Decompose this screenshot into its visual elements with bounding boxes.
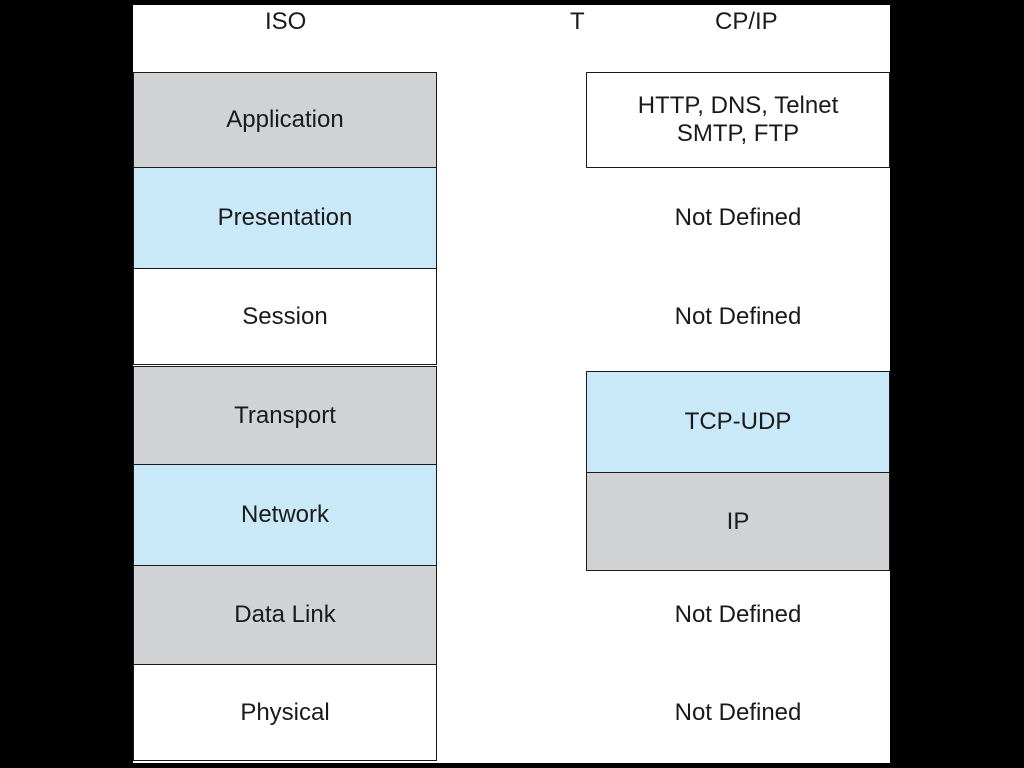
- iso-layer-session: Session: [133, 268, 437, 365]
- t-header: T: [570, 8, 585, 35]
- iso-layer-data-link: Data Link: [133, 565, 437, 665]
- tcpip-data-link-not-defined: Not Defined: [674, 601, 802, 628]
- iso-header: ISO: [265, 8, 307, 35]
- tcpip-application-protocols: HTTP, DNS, Telnet SMTP, FTP: [586, 72, 890, 168]
- tcpip-session-not-defined: Not Defined: [674, 302, 802, 330]
- iso-layer-network: Network: [133, 464, 437, 566]
- iso-layer-transport: Transport: [133, 366, 437, 465]
- iso-layer-physical: Physical: [133, 664, 437, 761]
- cpip-header: CP/IP: [715, 8, 778, 35]
- iso-layer-application: Application: [133, 72, 437, 168]
- iso-layer-presentation: Presentation: [133, 167, 437, 269]
- tcpip-presentation-not-defined: Not Defined: [674, 204, 802, 231]
- tcpip-internet-ip: IP: [586, 472, 890, 571]
- diagram-canvas: ISO T CP/IP Application Presentation Ses…: [133, 5, 890, 763]
- tcpip-physical-not-defined: Not Defined: [674, 698, 802, 726]
- tcpip-transport-tcp-udp: TCP-UDP: [586, 371, 890, 473]
